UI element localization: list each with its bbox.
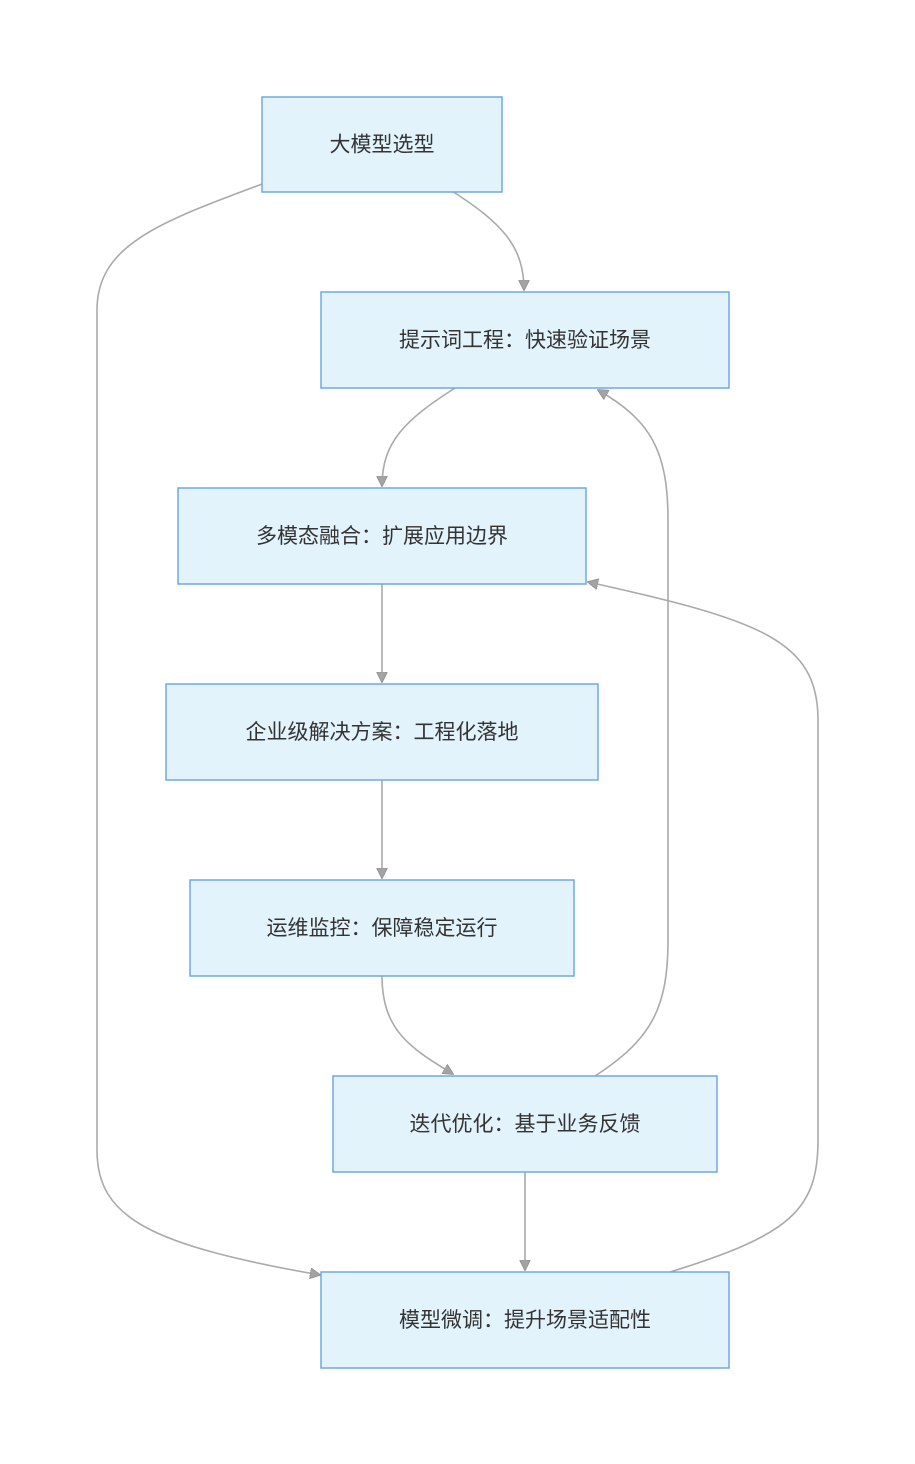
edge-n1-to-n2 <box>451 190 524 290</box>
edge-n2-to-n3 <box>382 387 456 486</box>
node-box <box>320 291 730 389</box>
node-label: 模型微调：提升场景适配性 <box>399 1308 651 1332</box>
node-multimodal-fusion: 多模态融合：扩展应用边界 <box>177 487 587 585</box>
edge-n7-to-n3 <box>588 582 819 1273</box>
node-label: 提示词工程：快速验证场景 <box>399 328 651 352</box>
node-label: 大模型选型 <box>330 133 435 157</box>
node-ops-monitoring: 运维监控：保障稳定运行 <box>189 879 575 977</box>
edge-n1-to-n7 <box>96 183 320 1275</box>
node-box <box>177 487 587 585</box>
node-model-finetuning: 模型微调：提升场景适配性 <box>320 1271 730 1369</box>
node-model-selection: 大模型选型 <box>261 96 503 193</box>
node-label: 运维监控：保障稳定运行 <box>267 916 498 940</box>
edges-layer <box>96 183 819 1275</box>
node-prompt-engineering: 提示词工程：快速验证场景 <box>320 291 730 389</box>
node-box <box>189 879 575 977</box>
node-box <box>261 96 503 193</box>
edge-n6-to-n2 <box>594 390 669 1077</box>
node-label: 迭代优化：基于业务反馈 <box>410 1112 641 1136</box>
node-box <box>332 1075 718 1173</box>
node-label: 多模态融合：扩展应用边界 <box>256 524 508 548</box>
node-box <box>165 683 599 781</box>
nodes-layer: 大模型选型 提示词工程：快速验证场景 多模态融合：扩展应用边界 企业级解决方案：… <box>165 96 730 1369</box>
edge-n5-to-n6 <box>381 975 453 1074</box>
node-box <box>320 1271 730 1369</box>
node-label: 企业级解决方案：工程化落地 <box>246 720 519 744</box>
node-iterative-optimization: 迭代优化：基于业务反馈 <box>332 1075 718 1173</box>
node-enterprise-solution: 企业级解决方案：工程化落地 <box>165 683 599 781</box>
